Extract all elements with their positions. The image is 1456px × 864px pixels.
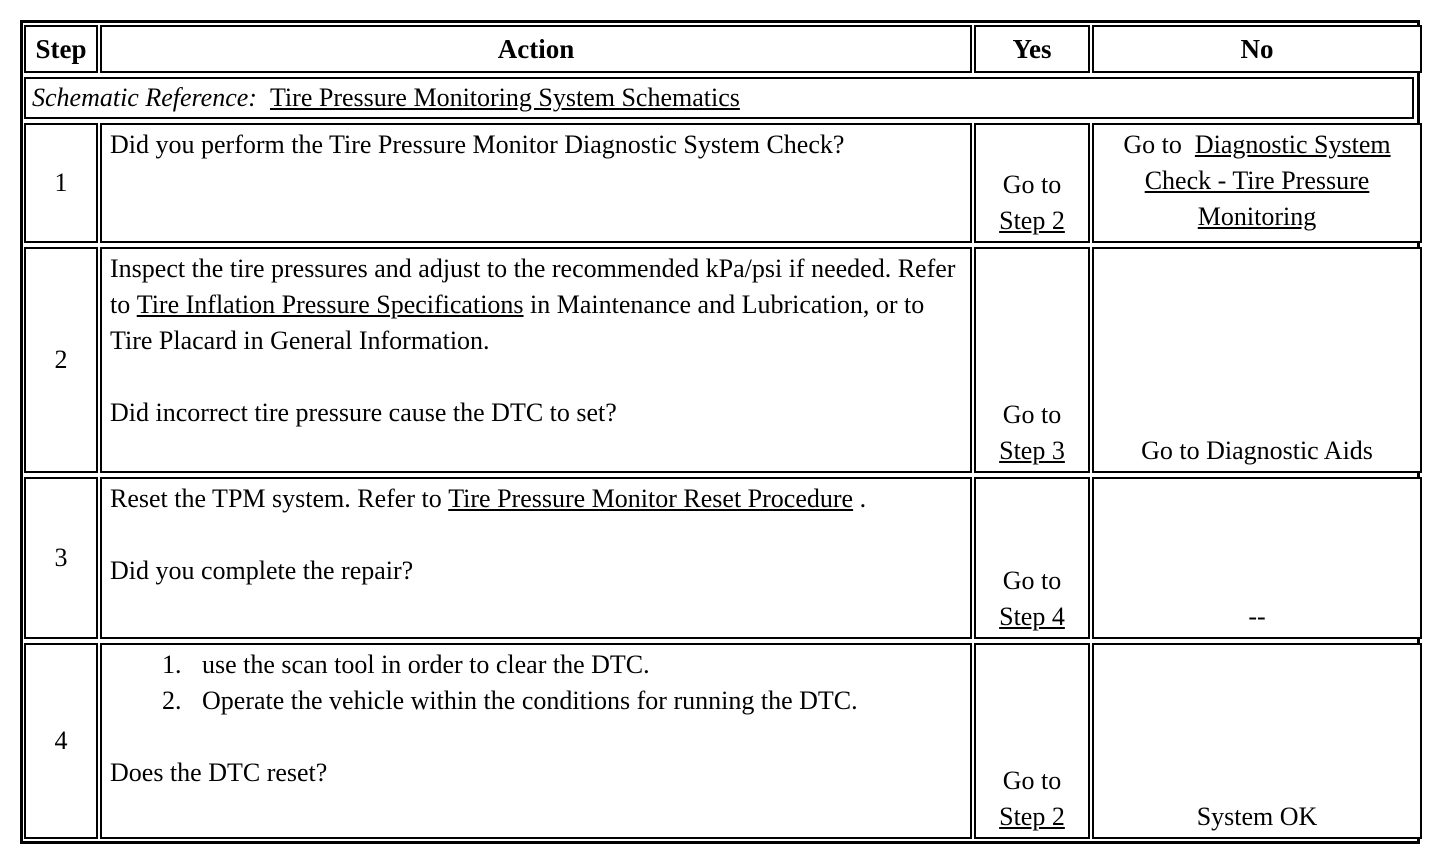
action-link[interactable]: Tire Pressure Monitor Reset Procedure — [448, 484, 854, 513]
step-number: 3 — [24, 477, 98, 639]
action-lead: Inspect the tire pressures and adjust to… — [110, 254, 956, 319]
yes-cell: Go to Step 2 — [974, 643, 1090, 839]
column-header-yes: Yes — [974, 25, 1090, 73]
paragraph-spacer — [110, 719, 962, 755]
table-row: 3 Reset the TPM system. Refer to Tire Pr… — [23, 475, 1422, 641]
column-header-step: Step — [24, 25, 98, 73]
list-item: Operate the vehicle within the condition… — [188, 683, 962, 719]
schematic-reference-cell: Schematic Reference: Tire Pressure Monit… — [24, 77, 1414, 119]
paragraph-spacer — [110, 359, 962, 395]
no-cell: Go to Diagnostic Aids — [1092, 247, 1422, 473]
no-text[interactable]: Go to Diagnostic Aids — [1141, 436, 1373, 465]
schematic-reference-label: Schematic Reference: — [32, 83, 257, 112]
action-tail: in Maintenance and Lubrication, or to Ti… — [110, 290, 925, 355]
yes-goto-prefix: Go to — [1002, 400, 1062, 429]
table-row: 1 Did you perform the Tire Pressure Moni… — [23, 121, 1422, 245]
yes-goto-link[interactable]: Step 4 — [999, 602, 1065, 631]
action-lead: Reset the TPM system. Refer to — [110, 484, 442, 513]
action-cell: Did you perform the Tire Pressure Monito… — [100, 123, 972, 243]
action-question: Does the DTC reset? — [110, 758, 328, 787]
no-text: -- — [1248, 602, 1266, 631]
yes-goto-prefix: Go to — [1002, 170, 1062, 199]
action-question: Did incorrect tire pressure cause the DT… — [110, 398, 617, 427]
paragraph-spacer — [110, 517, 962, 553]
action-question: Did you complete the repair? — [110, 556, 414, 585]
no-goto-prefix-and-link: Go to Diagnostic System Check - Tire Pre… — [1100, 127, 1414, 235]
schematic-reference-link[interactable]: Tire Pressure Monitoring System Schemati… — [269, 83, 740, 112]
step-number: 2 — [24, 247, 98, 473]
action-cell: Inspect the tire pressures and adjust to… — [100, 247, 972, 473]
table-header-row: Step Action Yes No — [23, 23, 1422, 75]
column-header-action: Action — [100, 25, 972, 73]
action-tail: . — [859, 484, 867, 513]
no-cell: System OK — [1092, 643, 1422, 839]
table-row: 2 Inspect the tire pressures and adjust … — [23, 245, 1422, 475]
yes-goto-link[interactable]: Step 2 — [999, 802, 1065, 831]
no-goto-link[interactable]: Diagnostic System Check - Tire Pressure … — [1144, 130, 1391, 231]
step-number: 1 — [24, 123, 98, 243]
yes-goto-link[interactable]: Step 2 — [999, 206, 1065, 235]
no-cell: Go to Diagnostic System Check - Tire Pre… — [1092, 123, 1422, 243]
column-header-no: No — [1092, 25, 1422, 73]
action-link[interactable]: Tire Inflation Pressure Specifications — [136, 290, 524, 319]
yes-goto-prefix: Go to — [1002, 566, 1062, 595]
no-text: System OK — [1196, 802, 1318, 831]
action-cell: use the scan tool in order to clear the … — [100, 643, 972, 839]
table-row: 4 use the scan tool in order to clear th… — [23, 641, 1422, 841]
no-cell: -- — [1092, 477, 1422, 639]
yes-goto-prefix: Go to — [1002, 766, 1062, 795]
yes-cell: Go to Step 3 — [974, 247, 1090, 473]
action-text: Did you perform the Tire Pressure Monito… — [110, 130, 845, 159]
yes-cell: Go to Step 4 — [974, 477, 1090, 639]
yes-cell: Go to Step 2 — [974, 123, 1090, 243]
action-text: Inspect the tire pressures and adjust to… — [110, 251, 962, 359]
action-cell: Reset the TPM system. Refer to Tire Pres… — [100, 477, 972, 639]
diagnostic-flowchart-table: Step Action Yes No Schematic Reference: … — [20, 20, 1422, 844]
list-item: use the scan tool in order to clear the … — [188, 647, 962, 683]
schematic-reference-row: Schematic Reference: Tire Pressure Monit… — [23, 75, 1417, 121]
yes-goto-link[interactable]: Step 3 — [999, 436, 1065, 465]
action-text: Reset the TPM system. Refer to Tire Pres… — [110, 481, 962, 517]
action-ordered-list: use the scan tool in order to clear the … — [110, 647, 962, 719]
step-number: 4 — [24, 643, 98, 839]
no-goto-prefix: Go to — [1123, 130, 1182, 159]
